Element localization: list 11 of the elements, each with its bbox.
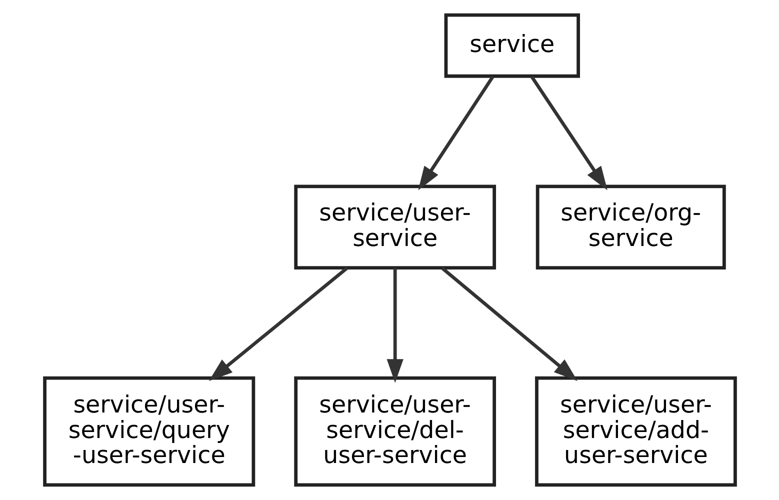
- arrow: [386, 268, 403, 383]
- arrow: [530, 76, 607, 190]
- node-box: service/org- service: [535, 184, 726, 270]
- node-box: service/user- service/query -user-service: [42, 376, 255, 487]
- arrow: [418, 76, 494, 190]
- node-box: service/user- service: [294, 184, 496, 270]
- arrow: [208, 266, 348, 381]
- node-box: service/user- service/del- user-service: [294, 376, 496, 487]
- node-box: service/user- service/add- user-service: [534, 376, 736, 487]
- arrow: [440, 266, 577, 382]
- node-box: service: [444, 13, 580, 78]
